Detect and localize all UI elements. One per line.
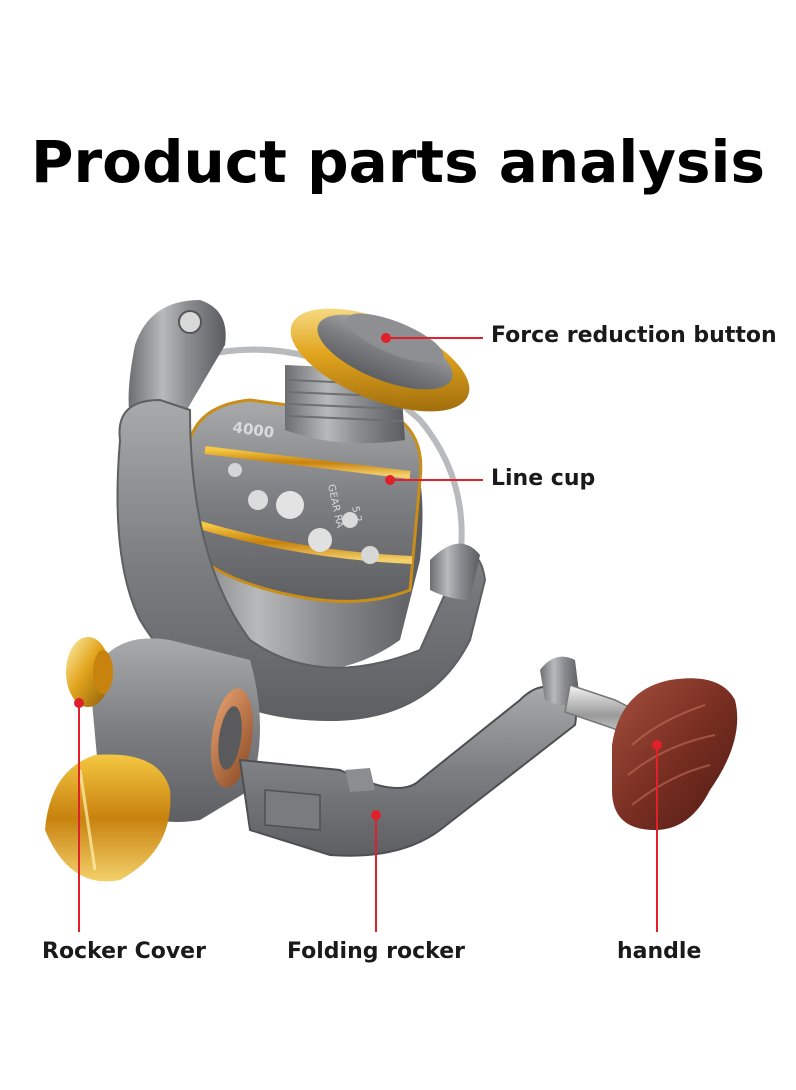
callout-line-cup bbox=[385, 475, 483, 485]
spool-ratio-text: 5.2 bbox=[349, 505, 363, 523]
page-title: Product parts analysis bbox=[31, 128, 765, 196]
wood-handle bbox=[612, 678, 738, 830]
label-rocker-cover: Rocker Cover bbox=[42, 939, 206, 964]
rotor-arm bbox=[116, 398, 487, 722]
callout-handle bbox=[652, 740, 662, 932]
callout-folding-rocker bbox=[371, 810, 381, 932]
drag-knob bbox=[317, 314, 453, 390]
label-folding-rocker: Folding rocker bbox=[287, 939, 465, 964]
callout-rocker-cover bbox=[74, 698, 84, 932]
rocker-cover bbox=[45, 754, 171, 882]
label-force-reduction-button: Force reduction button bbox=[491, 323, 777, 348]
callout-force bbox=[381, 333, 483, 343]
label-handle: handle bbox=[617, 939, 702, 964]
line-cup: 4000 GEAR RA 5.2 bbox=[188, 398, 423, 603]
label-line-cup: Line cup bbox=[491, 466, 596, 491]
spool-model-text: 4000 bbox=[231, 418, 275, 442]
bail-wire bbox=[204, 346, 465, 561]
